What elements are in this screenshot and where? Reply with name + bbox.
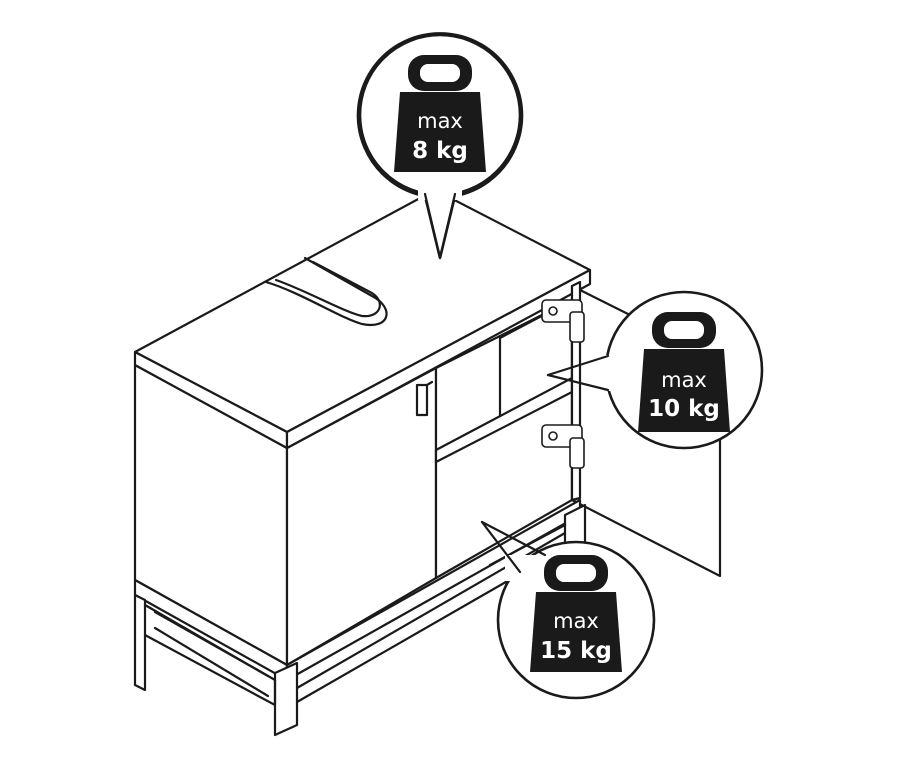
leg-front-left	[133, 593, 147, 692]
load-value-shelf: 15 kg	[540, 638, 612, 664]
load-callout-door: max 10 kg	[546, 290, 764, 450]
load-value-door: 10 kg	[648, 396, 720, 422]
leg-front-right	[273, 661, 299, 737]
sink-cutout	[264, 256, 388, 327]
weight-icon: max 8 kg	[394, 55, 486, 172]
hinge-upper	[541, 299, 585, 343]
load-max-label-door: max	[661, 368, 707, 392]
door-handle	[415, 383, 429, 417]
sink-cutout-inner	[274, 260, 381, 318]
load-value-top: 8 kg	[412, 138, 468, 164]
cabinet-top-right-edge	[285, 268, 592, 450]
base-frame	[133, 498, 587, 737]
load-callout-top: max 8 kg	[356, 32, 524, 260]
weight-icon: max 10 kg	[638, 312, 730, 432]
load-max-label-shelf: max	[553, 609, 599, 633]
hinge-lower	[541, 424, 585, 469]
load-callout-shelf: max 15 kg	[480, 520, 656, 700]
door-handle-edge	[425, 380, 434, 387]
load-max-label-top: max	[417, 109, 463, 133]
weight-icon: max 15 kg	[530, 555, 622, 672]
